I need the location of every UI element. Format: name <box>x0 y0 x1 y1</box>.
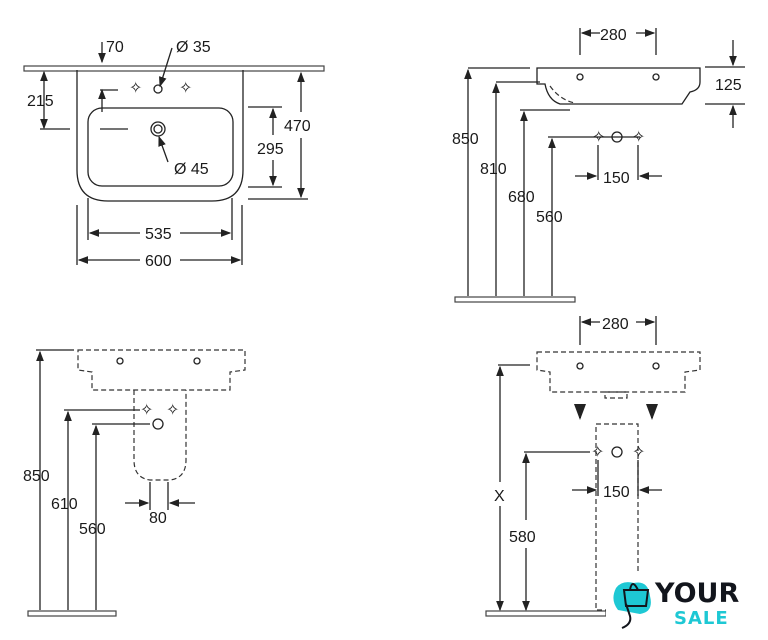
dim-waste-height: 580 <box>509 529 536 546</box>
tap-mark-left: ✧ <box>129 80 142 97</box>
dim-underside-height: 810 <box>480 161 507 178</box>
supply-mark-left: ✧ <box>591 444 604 461</box>
dim-supply-spacing: 150 <box>603 170 630 187</box>
basin-outline <box>76 70 244 202</box>
logo-line2: SALE <box>674 608 729 629</box>
dim-tap-offset: 70 <box>106 39 124 56</box>
dim-waste-hole: Ø 45 <box>174 161 209 178</box>
dim-tap-spacing: 280 <box>600 27 627 44</box>
pedestal-front-view: ✧ ✧ 280 X 580 150 <box>485 316 701 617</box>
dim-waste-height: 560 <box>536 209 563 226</box>
logo-line1: YOUR <box>654 578 739 609</box>
side-view: ✧ ✧ 280 125 850 810 680 560 150 <box>452 27 745 303</box>
floor-line <box>485 610 607 617</box>
wall-line <box>23 65 325 72</box>
front-view: ✧ ✧ 70 Ø 35 215 470 295 Ø 45 535 600 <box>23 39 325 270</box>
supply-mark-right: ✧ <box>632 129 645 146</box>
floor-line <box>27 610 117 617</box>
dim-tap-hole: Ø 35 <box>176 39 211 56</box>
dim-waste-width: 80 <box>149 510 167 527</box>
tap-mark-right: ✧ <box>179 80 192 97</box>
dim-rim-height: 850 <box>452 131 479 148</box>
basin-outline <box>536 67 701 105</box>
dim-tap-height: 215 <box>27 93 54 110</box>
supply-mark-left: ✧ <box>592 129 605 146</box>
yoursale-logo: YOUR SALE <box>606 572 766 638</box>
dim-supply-height: 680 <box>508 189 535 206</box>
dim-overall-depth: 470 <box>284 118 311 135</box>
tap-hole <box>153 84 163 94</box>
supply-mark-right: ✧ <box>632 444 645 461</box>
shopping-bag-hand-icon <box>613 582 651 629</box>
supply-mark-right: ✧ <box>166 402 179 419</box>
dim-tap-spacing: 280 <box>602 316 629 333</box>
bowl-outline <box>87 107 234 187</box>
supply-mark-left: ✧ <box>140 402 153 419</box>
dim-supply-spacing: 150 <box>603 484 630 501</box>
waste-hole <box>150 121 166 137</box>
dim-bowl-width: 535 <box>145 226 172 243</box>
dim-overall-width: 600 <box>145 253 172 270</box>
dim-supply-height: 610 <box>51 496 78 513</box>
dim-variable-height: X <box>494 488 505 505</box>
dim-basin-height: 125 <box>715 77 742 94</box>
dim-rim-height: 850 <box>23 468 50 485</box>
pedestal-side-view: ✧ ✧ 850 610 560 80 <box>23 349 246 617</box>
dim-bowl-depth: 295 <box>257 141 284 158</box>
dim-waste-height: 560 <box>79 521 106 538</box>
floor-line <box>454 296 576 303</box>
pedestal <box>133 390 187 481</box>
